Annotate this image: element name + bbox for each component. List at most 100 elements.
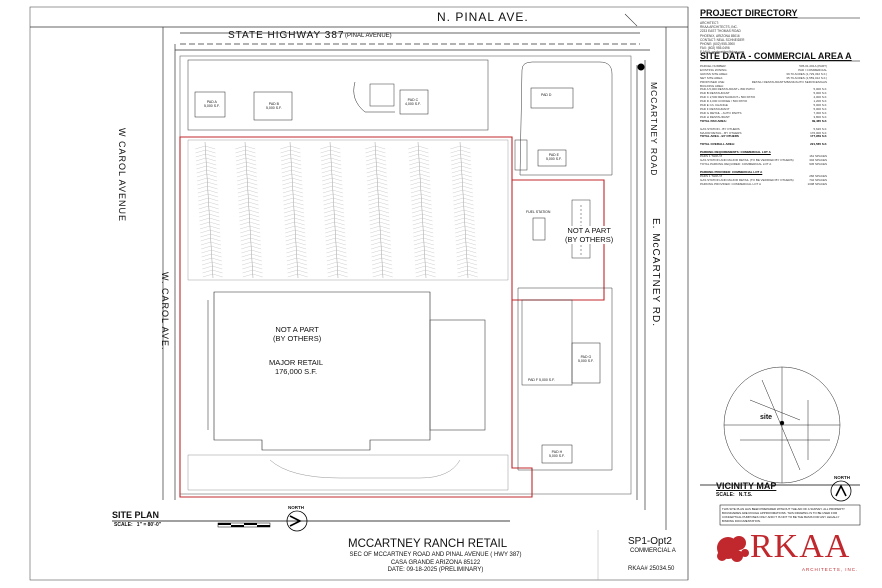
- parking-stall: [412, 217, 423, 222]
- parking-stall: [199, 217, 210, 222]
- parking-stall: [202, 265, 213, 270]
- parking-stall: [424, 253, 435, 258]
- parking-stall: [372, 265, 383, 270]
- parking-stall: [248, 205, 259, 210]
- parking-stall: [321, 173, 332, 178]
- major-retail-np: NOT A PART (BY OTHERS): [273, 325, 322, 343]
- parking-stall: [369, 225, 380, 230]
- parking-stall: [415, 269, 426, 274]
- project-title: MCCARTNEY RANCH RETAIL: [348, 538, 508, 550]
- parking-stall: [205, 157, 216, 162]
- state-highway-label: STATE HIGHWAY 387: [228, 30, 345, 41]
- parking-stall: [425, 269, 436, 274]
- parking-stall: [246, 165, 257, 170]
- parking-stall: [382, 265, 393, 270]
- parking-stall: [291, 161, 302, 166]
- parking-stall: [294, 225, 305, 230]
- parking-stall: [245, 153, 256, 158]
- parking-stall: [410, 181, 421, 186]
- parking-stall: [425, 273, 436, 278]
- parking-stall: [424, 257, 435, 262]
- parking-stall: [198, 205, 209, 210]
- parking-stall: [281, 161, 292, 166]
- parking-stall: [409, 165, 420, 170]
- parking-stall: [378, 193, 389, 198]
- parking-stall: [248, 193, 259, 198]
- parking-stall: [210, 241, 221, 246]
- parking-stall: [457, 273, 468, 278]
- parking-stall: [379, 225, 390, 230]
- parking-stall: [453, 201, 464, 206]
- vicinity-map: [723, 366, 841, 484]
- site-data-row: BUILDING AREA:: [700, 83, 724, 88]
- parking-stall: [239, 213, 250, 218]
- parking-stall: [235, 145, 246, 150]
- parking-stall: [382, 261, 393, 266]
- parking-stall: [423, 241, 434, 246]
- parking-stall: [450, 149, 461, 154]
- parking-stall: [382, 269, 393, 274]
- parking-stall: [324, 217, 335, 222]
- parking-stall: [336, 249, 347, 254]
- vicinity-scale: SCALE: N.T.S.: [716, 492, 753, 498]
- ne-pads: [514, 61, 613, 176]
- parking-stall: [201, 249, 212, 254]
- parking-stall: [415, 273, 426, 278]
- parking-stall: [295, 237, 306, 242]
- parking-stall: [249, 217, 260, 222]
- parking-stall: [321, 161, 332, 166]
- parking-stall: [252, 265, 263, 270]
- parking-stall: [451, 173, 462, 178]
- parking-stall: [290, 153, 301, 158]
- parking-stall: [323, 205, 334, 210]
- rkaa-logo-sub: ARCHITECTS, INC.: [802, 567, 859, 572]
- parking-stall: [208, 209, 220, 214]
- parking-stall: [332, 189, 343, 194]
- parking-stall: [287, 261, 298, 266]
- parking-stall: [379, 221, 390, 226]
- parking-stall: [281, 169, 292, 174]
- directory-line: ARCHITECT:: [700, 21, 719, 25]
- parking-stall: [412, 221, 423, 226]
- parking-stall: [252, 261, 263, 266]
- parking-stall: [198, 197, 209, 202]
- parking-stall: [418, 145, 429, 150]
- parking-stall: [460, 149, 471, 154]
- vicinity-site-label: site: [760, 414, 773, 421]
- parking-stall: [421, 197, 432, 202]
- parking-stall: [408, 157, 419, 162]
- parking-stall: [280, 157, 291, 162]
- parking-stall: [421, 209, 433, 214]
- parking-stall: [413, 237, 424, 242]
- parking-stall: [379, 217, 390, 222]
- parking-stall: [284, 221, 295, 226]
- parking-stall: [450, 153, 461, 158]
- site-plan-label: SITE PLAN: [112, 510, 160, 520]
- parking-stall: [291, 169, 302, 174]
- parking-stall: [241, 249, 252, 254]
- parking-stall: [210, 233, 221, 238]
- parking-stall: [246, 161, 257, 166]
- parking-stall: [239, 221, 250, 226]
- parking-stall: [238, 201, 249, 206]
- parking-stall: [327, 261, 338, 266]
- parking-stall: [212, 261, 223, 266]
- parking-stall: [369, 221, 380, 226]
- parking-stall: [297, 261, 308, 266]
- parking-stall: [198, 209, 210, 214]
- parking-stall: [457, 269, 468, 274]
- parking-stall: [455, 229, 466, 234]
- fuel-station-label: FUEL STATION: [526, 210, 551, 214]
- parking-stall: [462, 181, 473, 186]
- site-data-row: GROSS SITE AREA:39.70 ACRES (1,729,332 S…: [700, 71, 827, 76]
- parking-stall: [195, 153, 206, 158]
- parking-stall: [285, 233, 296, 238]
- parking-stall: [369, 213, 380, 218]
- parking-stall: [462, 189, 473, 194]
- parking-stall: [201, 257, 212, 262]
- mccartney-road: [636, 27, 667, 530]
